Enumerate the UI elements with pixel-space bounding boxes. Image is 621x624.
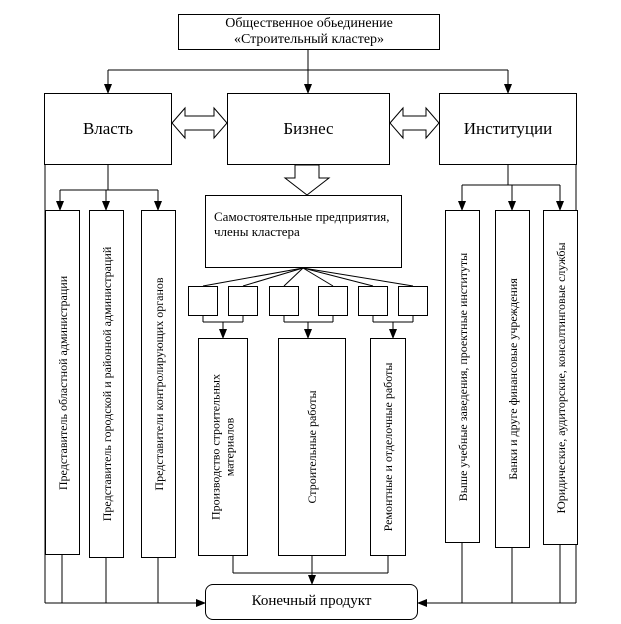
legal-services-box: Юридические, аудиторские, консалтинговые…: [543, 210, 578, 545]
materials-production-box: Производство строительных материалов: [198, 338, 248, 556]
construction-works-label: Строительные работы: [304, 390, 319, 504]
materials-production-line2: материалов: [223, 417, 237, 477]
construction-works-box: Строительные работы: [278, 338, 346, 556]
final-product-label: Конечный продукт: [251, 593, 372, 610]
member-small-box: [358, 286, 388, 316]
power-rep-city-box: Представитель городской и районной админ…: [89, 210, 124, 558]
power-rep-regional-label: Представитель областной администрации: [55, 275, 70, 490]
connector-line: [202, 267, 304, 287]
finishing-works-label: Ремонтные и отделочные работы: [380, 362, 395, 532]
legal-services-label: Юридические, аудиторские, консалтинговые…: [553, 241, 568, 514]
double-arrow-power-business: [171, 106, 228, 140]
business-label: Бизнес: [283, 119, 334, 139]
institutions-label: Институции: [463, 119, 553, 139]
double-arrow-business-institutions: [389, 106, 440, 140]
power-rep-control-box: Представители контролирующих органов: [141, 210, 176, 558]
universities-box: Выше учебные заведения, проектные инстит…: [445, 210, 480, 543]
members-line2: члены кластера: [214, 223, 300, 239]
member-small-box: [269, 286, 299, 316]
power-rep-control-label: Представители контролирующих органов: [151, 277, 166, 491]
member-small-box: [318, 286, 348, 316]
universities-label: Выше учебные заведения, проектные инстит…: [455, 252, 470, 501]
connector-line: [302, 267, 414, 287]
banks-label: Банки и друге финансовые учреждения: [505, 278, 520, 480]
business-box: Бизнес: [227, 93, 390, 165]
power-rep-city-label: Представитель городской и районной админ…: [99, 246, 114, 522]
finishing-works-box: Ремонтные и отделочные работы: [370, 338, 406, 556]
final-product-box: Конечный продукт: [205, 584, 418, 620]
member-small-box: [228, 286, 258, 316]
cluster-title-line2: «Строительный кластер»: [233, 32, 385, 47]
cluster-box: Общественное обьединение «Строительный к…: [178, 14, 440, 50]
connector-line: [302, 267, 374, 287]
member-small-box: [398, 286, 428, 316]
connector-line: [283, 267, 304, 287]
members-box: Самостоятельные предприятия, члены класт…: [205, 195, 402, 268]
member-small-box: [188, 286, 218, 316]
institutions-box: Институции: [439, 93, 577, 165]
power-box: Власть: [44, 93, 172, 165]
connector-line: [302, 267, 334, 287]
power-rep-regional-box: Представитель областной администрации: [45, 210, 80, 555]
cluster-title-line1: Общественное обьединение: [225, 15, 393, 31]
members-line1: Самостоятельные предприятия,: [214, 209, 390, 224]
hollow-arrow-down: [283, 164, 331, 196]
power-label: Власть: [82, 119, 134, 139]
banks-box: Банки и друге финансовые учреждения: [495, 210, 530, 548]
connector-line: [242, 267, 304, 287]
materials-production-line1: Производство строительных: [208, 374, 223, 520]
